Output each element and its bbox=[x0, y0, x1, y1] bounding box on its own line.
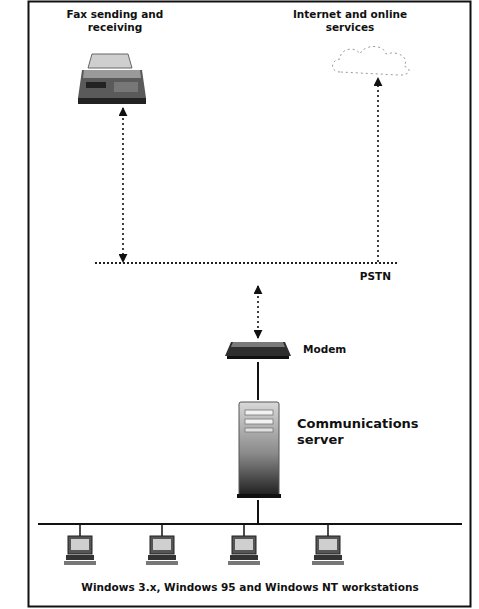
dotted-link bbox=[377, 78, 379, 262]
modem: Modem bbox=[225, 338, 359, 362]
dotted-link bbox=[257, 286, 259, 338]
workstation-lan-icon bbox=[38, 525, 458, 575]
modem-icon bbox=[225, 339, 291, 365]
workstation-lan: Windows 3.x, Windows 95 and Windows NT w… bbox=[38, 523, 462, 601]
internet-cloud-icon bbox=[328, 42, 418, 84]
cable bbox=[257, 362, 259, 400]
internet-cloud: Internet and online services bbox=[282, 6, 418, 78]
modem-label: Modem bbox=[303, 343, 359, 356]
fax-label: Fax sending and receiving bbox=[60, 8, 170, 33]
border bbox=[29, 2, 471, 607]
fax-machine: Fax sending and receiving bbox=[50, 6, 180, 108]
server-label: Communications server bbox=[297, 416, 415, 447]
communications-server: Communications server bbox=[231, 400, 421, 500]
pstn-label: PSTN bbox=[95, 270, 397, 283]
communications-server-icon bbox=[231, 400, 287, 504]
cloud-label: Internet and online services bbox=[287, 8, 413, 33]
cable bbox=[257, 500, 259, 523]
pstn-line: PSTN bbox=[95, 262, 397, 286]
fax-machine-icon bbox=[78, 52, 148, 116]
dotted-link bbox=[122, 108, 124, 262]
workstations-caption: Windows 3.x, Windows 95 and Windows NT w… bbox=[38, 581, 462, 594]
